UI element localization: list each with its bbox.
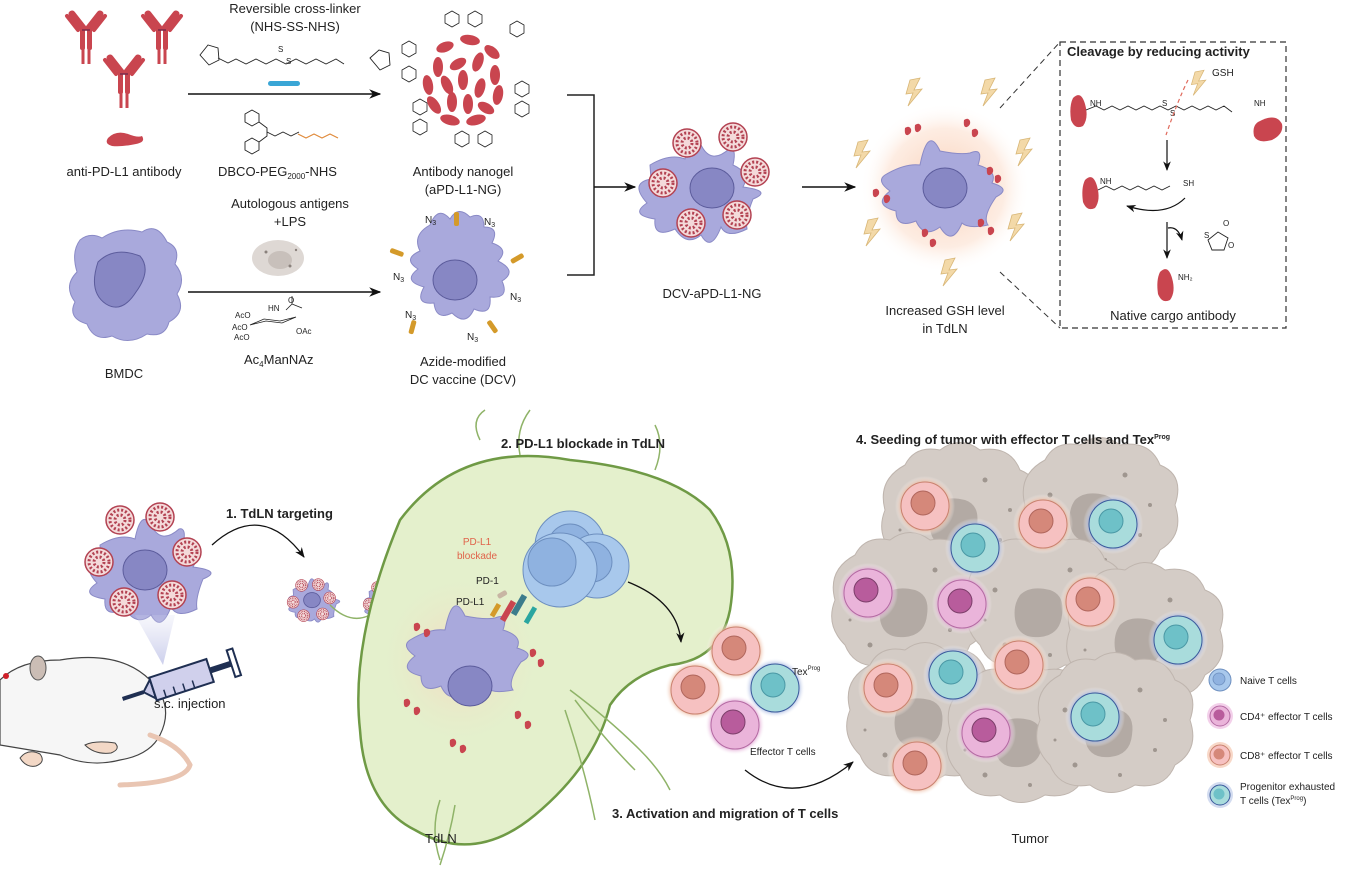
legend: Naive T cells CD4⁺ effector T cells CD8⁺…	[1207, 668, 1335, 808]
nanogel-label-1: Antibody nanogel	[413, 164, 514, 179]
step1-arrow	[211, 524, 305, 558]
cleavage-box: Cleavage by reducing activity GSH NH S S…	[1059, 41, 1287, 329]
svg-text:NH: NH	[1100, 177, 1112, 186]
blockade-label-1: PD-L1	[463, 537, 492, 548]
lymph-node-illustration	[357, 409, 734, 866]
blockade-label-2: blockade	[457, 551, 497, 562]
tumor-label: Tumor	[1011, 831, 1049, 846]
pd1-label: PD-1	[476, 576, 499, 587]
nanogel-label-2: (aPD-L1-NG)	[425, 182, 502, 197]
native-cargo-label: Native cargo antibody	[1110, 308, 1236, 323]
manaz-label: Ac4ManNAz	[244, 352, 313, 369]
manaz-structure	[249, 296, 303, 326]
legend-item-texprog: Progenitor exhausted T cells (TexProg)	[1207, 782, 1335, 808]
antibody-nanogel-illustration	[401, 10, 530, 148]
tdln-label: TdLN	[425, 831, 457, 846]
svg-text:N3: N3	[405, 310, 416, 322]
svg-text:CD4⁺ effector T cells: CD4⁺ effector T cells	[1240, 712, 1333, 723]
zoom-line-top	[999, 41, 1061, 109]
antibody-label: anti-PD-L1 antibody	[67, 164, 182, 179]
svg-text:S: S	[1170, 109, 1175, 118]
svg-text:O: O	[1228, 241, 1234, 250]
antibody-cargo-icon	[1082, 177, 1099, 210]
svg-text:Naive T cells: Naive T cells	[1240, 676, 1297, 687]
svg-text:Progenitor exhausted: Progenitor exhausted	[1240, 782, 1335, 793]
svg-text:AcO: AcO	[234, 333, 250, 342]
syringe-icon	[121, 647, 243, 702]
mouse-illustration	[0, 655, 193, 788]
tumor-illustration	[831, 437, 1224, 803]
bmdc-label: BMDC	[105, 366, 143, 381]
svg-text:O: O	[1223, 219, 1229, 228]
cleavage-site-line	[1165, 79, 1189, 136]
svg-text:SH: SH	[1183, 179, 1194, 188]
dcv-label-1: Azide-modified	[420, 354, 506, 369]
step1-label: 1. TdLN targeting	[226, 506, 333, 521]
azide-labels: N3 N3 N3 N3 N3 N3	[393, 215, 521, 344]
crosslinker-structure	[199, 44, 391, 71]
svg-text:NH: NH	[1254, 99, 1266, 108]
gsh-label-2: in TdLN	[922, 321, 967, 336]
svg-text:O: O	[288, 296, 294, 305]
svg-text:OAc: OAc	[296, 327, 312, 336]
cyclization-arrow	[1126, 197, 1186, 213]
legend-item-naive: Naive T cells	[1208, 668, 1297, 692]
step3-label: 3. Activation and migration of T cells	[612, 806, 838, 821]
effector-label: Effector T cells	[750, 747, 816, 758]
svg-text:S: S	[278, 45, 283, 54]
gsh-cell-illustration	[853, 77, 1033, 287]
antigens-label-2: +LPS	[274, 214, 306, 229]
gsh-label-1: Increased GSH level	[885, 303, 1004, 318]
gsh-tag: GSH	[1212, 68, 1234, 79]
magnify-beam	[135, 615, 175, 665]
crosslinker-bar-icon	[268, 81, 300, 86]
step3-arrow	[744, 761, 854, 789]
thiolactone-structure	[1207, 231, 1229, 251]
pdl1-label: PD-L1	[456, 597, 485, 608]
svg-text:S: S	[1204, 231, 1209, 240]
svg-text:HN: HN	[268, 304, 280, 313]
legend-item-cd8: CD8⁺ effector T cells	[1207, 742, 1333, 768]
injected-conjugate-illustration	[83, 501, 212, 665]
tex-label: TexProg	[792, 666, 820, 678]
dcv-nanogel-conjugate-illustration	[638, 121, 771, 243]
svg-text:CD8⁺ effector T cells: CD8⁺ effector T cells	[1240, 751, 1333, 762]
svg-text:AcO: AcO	[235, 311, 251, 320]
svg-text:N3: N3	[393, 272, 404, 284]
svg-text:NH: NH	[1090, 99, 1102, 108]
t-cell-exit-arrow	[627, 581, 685, 644]
svg-text:N3: N3	[467, 332, 478, 344]
antigen-cloud-icon	[252, 240, 304, 276]
svg-text:S: S	[1162, 99, 1167, 108]
zoom-line-bottom	[999, 271, 1061, 329]
bmdc-illustration	[69, 228, 182, 341]
antibody-illustration	[67, 14, 181, 147]
peg-label: DBCO-PEG2000-NHS	[218, 164, 337, 181]
crosslinker-title: Reversible cross-linker	[229, 1, 361, 16]
antigens-label-1: Autologous antigens	[231, 196, 349, 211]
antibody-fragment-icon	[106, 132, 144, 147]
merge-bracket	[567, 94, 595, 276]
legend-item-cd4: CD4⁺ effector T cells	[1207, 703, 1333, 729]
release-arrow	[1167, 227, 1184, 241]
svg-text:AcO: AcO	[232, 323, 248, 332]
injection-label: s.c. injection	[154, 696, 226, 711]
native-antibody-icon	[1157, 269, 1174, 302]
conjugate-label: DCV-aPD-L1-NG	[663, 286, 762, 301]
crosslinker-subtitle: (NHS-SS-NHS)	[250, 19, 340, 34]
antibody-cargo-icon	[1253, 117, 1283, 142]
step4-label: 4. Seeding of tumor with effector T cell…	[856, 432, 1170, 447]
svg-text:T cells (TexProg): T cells (TexProg)	[1240, 796, 1306, 807]
dcv-label-2: DC vaccine (DCV)	[410, 372, 516, 387]
cleavage-title: Cleavage by reducing activity	[1067, 44, 1251, 59]
svg-text:N3: N3	[425, 215, 436, 227]
dbco-peg-structure	[244, 109, 339, 155]
svg-text:S: S	[286, 57, 291, 66]
svg-text:NH₂: NH₂	[1178, 273, 1193, 282]
step2-label: 2. PD-L1 blockade in TdLN	[501, 436, 665, 451]
antibody-cargo-icon	[1070, 95, 1087, 128]
dcv-illustration	[389, 211, 524, 335]
svg-text:N3: N3	[484, 217, 495, 229]
svg-text:N3: N3	[510, 292, 521, 304]
